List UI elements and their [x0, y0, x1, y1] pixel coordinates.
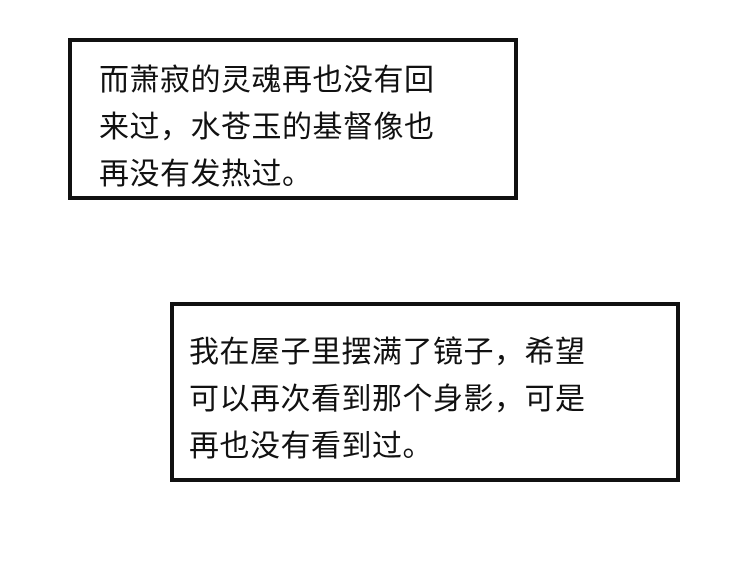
narration-text-upper: 而萧寂的灵魂再也没有回 来过，水苍玉的基督像也 再没有发热过。 — [99, 57, 435, 198]
narration-line: 再没有发热过。 — [99, 157, 313, 192]
narration-box-upper: 而萧寂的灵魂再也没有回 来过，水苍玉的基督像也 再没有发热过。 — [68, 38, 518, 200]
narration-line: 再也没有看到过。 — [189, 429, 433, 464]
narration-line: 我在屋子里摆满了镜子，希望 — [189, 335, 586, 370]
narration-line: 而萧寂的灵魂再也没有回 — [99, 63, 435, 98]
narration-line: 来过，水苍玉的基督像也 — [99, 110, 435, 145]
narration-text-lower: 我在屋子里摆满了镜子，希望 可以再次看到那个身影，可是 再也没有看到过。 — [189, 329, 586, 470]
narration-box-lower: 我在屋子里摆满了镜子，希望 可以再次看到那个身影，可是 再也没有看到过。 — [170, 302, 680, 482]
narration-line: 可以再次看到那个身影，可是 — [189, 382, 586, 417]
